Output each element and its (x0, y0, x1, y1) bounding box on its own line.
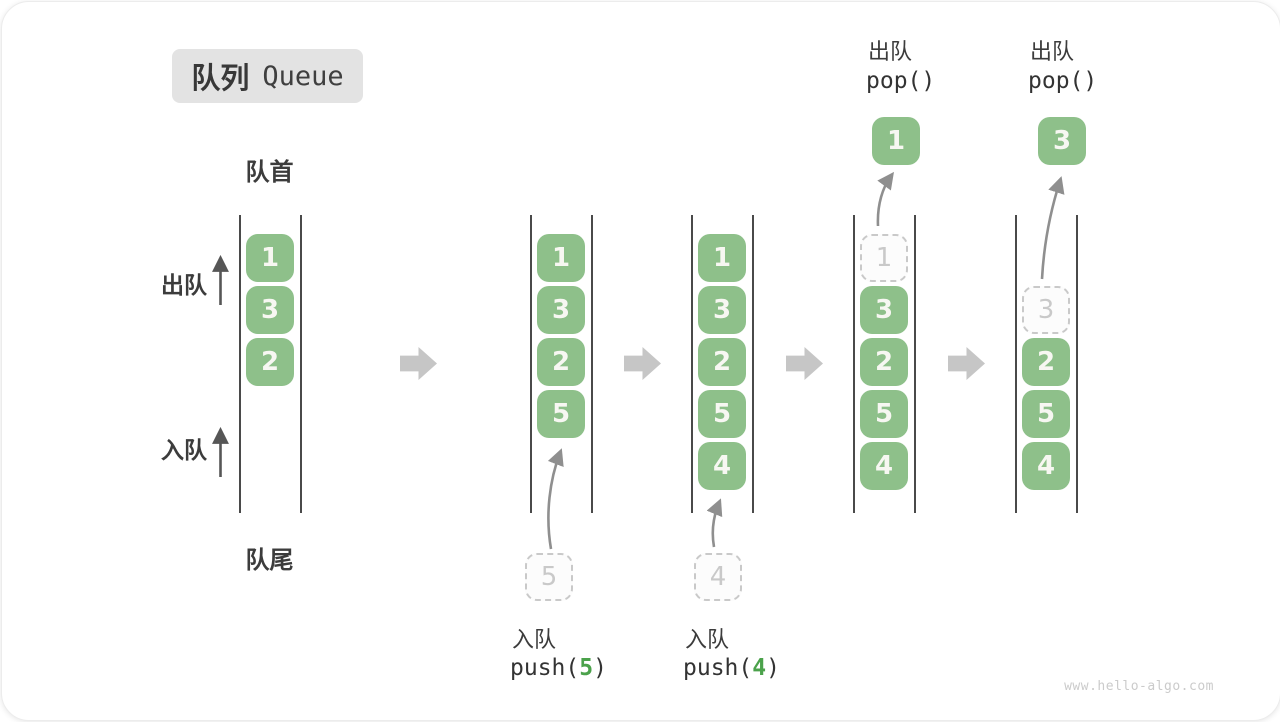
queue-wall (752, 215, 754, 513)
flow-arrow-icon (624, 347, 661, 380)
queue-wall (530, 215, 532, 513)
queue-element: 2 (860, 338, 908, 386)
push-5-arg: 5 (579, 655, 594, 681)
queue-wall (691, 215, 693, 513)
push-4-op-label: 入队 (685, 628, 730, 653)
popped-element: 3 (1038, 117, 1086, 165)
queue-element: 3 (860, 286, 908, 334)
label-queue-front: 队首 (245, 158, 294, 186)
queue-element: 4 (1022, 442, 1070, 490)
queue-wall (300, 215, 302, 513)
incoming-element-ghost: 4 (694, 553, 742, 601)
queue-wall (914, 215, 916, 513)
push-4-arg: 4 (752, 655, 767, 681)
incoming-element-ghost: 5 (525, 553, 573, 601)
removed-element-ghost: 3 (1022, 286, 1070, 334)
queue-element: 5 (698, 390, 746, 438)
popped-element: 1 (872, 117, 920, 165)
pop-first-op-code: pop() (866, 68, 936, 94)
pop-first-op-label: 出队 (868, 40, 913, 65)
push-5-arrow-icon (547, 448, 564, 550)
push-4-op-code: push(4) (683, 655, 780, 681)
push-5-op-label: 入队 (512, 628, 557, 653)
label-enqueue-side: 入队 (161, 438, 207, 464)
queue-element: 5 (1022, 390, 1070, 438)
queue-element: 4 (698, 442, 746, 490)
queue-element: 4 (860, 442, 908, 490)
queue-element: 1 (537, 234, 585, 282)
removed-element-ghost: 1 (860, 234, 908, 282)
pop-second-op-label: 出队 (1030, 40, 1075, 65)
queue-element: 2 (1022, 338, 1070, 386)
queue-element: 3 (537, 286, 585, 334)
queue-element: 1 (698, 234, 746, 282)
title-badge: 队列 Queue (172, 49, 363, 103)
title-en: Queue (262, 60, 344, 92)
watermark: www.hello-algo.com (1064, 679, 1214, 694)
queue-element: 2 (246, 338, 294, 386)
push-4-arrow-icon (706, 498, 723, 548)
push-5-op-code: push(5) (510, 655, 607, 681)
queue-wall (239, 215, 241, 513)
flow-arrow-icon (948, 347, 985, 380)
queue-wall (853, 215, 855, 513)
flow-arrow-icon (400, 347, 437, 380)
queue-element: 2 (698, 338, 746, 386)
queue-element: 5 (860, 390, 908, 438)
queue-wall (591, 215, 593, 513)
queue-wall (1015, 215, 1017, 513)
label-dequeue-side: 出队 (161, 273, 207, 299)
pop-3-arrow-icon (1040, 176, 1065, 280)
queue-element: 3 (698, 286, 746, 334)
label-queue-rear: 队尾 (245, 546, 294, 574)
pop-1-arrow-icon (876, 171, 894, 227)
queue-element: 3 (246, 286, 294, 334)
queue-element: 5 (537, 390, 585, 438)
queue-wall (1076, 215, 1078, 513)
queue-element: 2 (537, 338, 585, 386)
pop-second-op-code: pop() (1028, 68, 1098, 94)
queue-element: 1 (246, 234, 294, 282)
flow-arrow-icon (786, 347, 823, 380)
title-zh: 队列 (191, 61, 250, 95)
